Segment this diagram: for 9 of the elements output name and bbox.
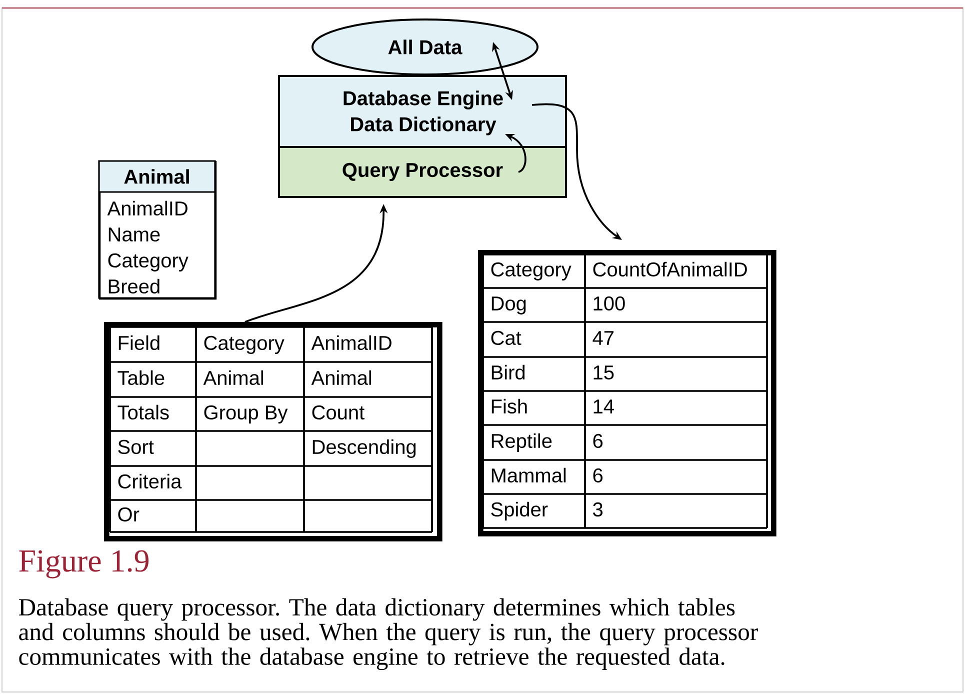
entity-table: Animal AnimalID Name Category Breed [98, 160, 217, 300]
box-label: Data Dictionary [351, 116, 496, 136]
processor-box: Query Processor [278, 146, 567, 198]
caption-text: Database query processor. The data dictionary determines which tables and columns should be used. When the query is run, the query processor communicates with the database engine to retrieve the requested data. [18, 598, 758, 670]
box-label: Database Engine [344, 90, 503, 110]
figure-number: Figure 1.9 [19, 550, 148, 578]
data-table: Field Category AnimalID Table Animal Animal Totals Group By Count Sort Descending Criteria Or [104, 322, 442, 542]
data-table: Category CountOfAnimalID Dog 100 Cat 47 Bird 15 Fish 14 Reptile 6 Mammal 6 Spider 3 [478, 250, 776, 536]
engine-box [278, 75, 567, 148]
